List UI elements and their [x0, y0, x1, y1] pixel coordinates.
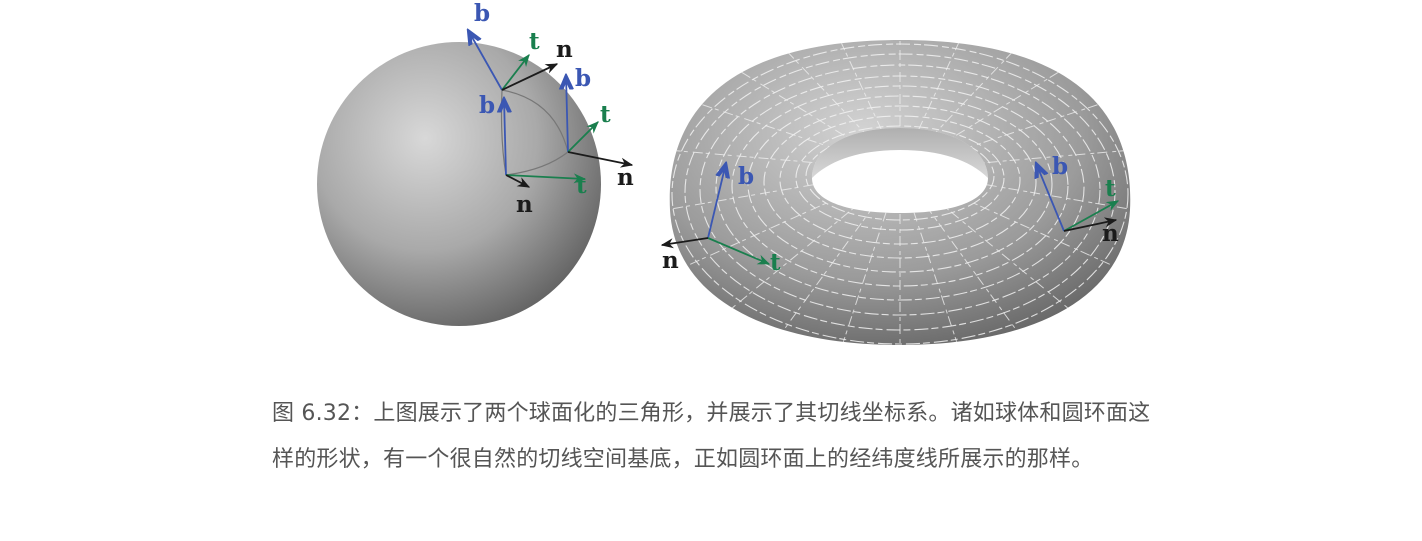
bitangent-arrow — [566, 75, 568, 153]
normal-label: n — [1102, 220, 1119, 247]
bitangent-label: b — [1052, 153, 1068, 180]
normal-label: n — [662, 247, 679, 274]
torus — [669, 40, 1131, 345]
sphere — [317, 42, 601, 326]
tangent-arrow — [1063, 200, 1120, 232]
bitangent-label: b — [474, 0, 490, 27]
tangent-label: t — [600, 101, 611, 128]
bitangent-arrow — [1036, 163, 1065, 232]
tangent-label: t — [770, 249, 781, 276]
bitangent-arrow — [468, 30, 503, 91]
torus-inner-shadow — [812, 128, 988, 178]
tangent-arrow — [501, 54, 530, 91]
figure: b t n b t b n t n — [317, 0, 1131, 345]
tangent-arrow — [567, 121, 599, 153]
tangent-arrow — [707, 237, 771, 265]
normal-arrow — [501, 63, 559, 91]
normal-label: n — [516, 191, 533, 218]
tangent-label: t — [529, 28, 540, 55]
torus-grid-lines — [671, 43, 1129, 345]
sphere-body — [317, 42, 601, 326]
figure-caption: 图 6.32：上图展示了两个球面化的三角形，并展示了其切线坐标系。诸如球体和圆环… — [272, 401, 1151, 472]
tangent-arrow — [505, 173, 587, 184]
sphere-tangent-frames: b t n b t b n t n — [468, 0, 634, 218]
bitangent-label: b — [479, 92, 495, 119]
tangent-label: t — [576, 172, 587, 199]
normal-label: n — [556, 36, 573, 63]
tangent-label: t — [1105, 175, 1116, 202]
normal-label: n — [617, 164, 634, 191]
normal-arrow — [567, 151, 634, 168]
torus-body — [669, 40, 1131, 345]
bitangent-arrow — [707, 163, 726, 239]
bitangent-label: b — [738, 163, 754, 190]
figure-svg: b t n b t b n t n — [317, 0, 1131, 345]
normal-arrow — [660, 237, 709, 249]
normal-arrow — [1063, 217, 1118, 232]
torus-tangent-frames: b t n b t n — [660, 153, 1120, 276]
triangle-edge — [501, 89, 569, 153]
bitangent-label: b — [575, 65, 591, 92]
normal-arrow — [505, 174, 531, 188]
bitangent-arrow — [504, 98, 506, 176]
triangle-edge — [505, 151, 569, 176]
